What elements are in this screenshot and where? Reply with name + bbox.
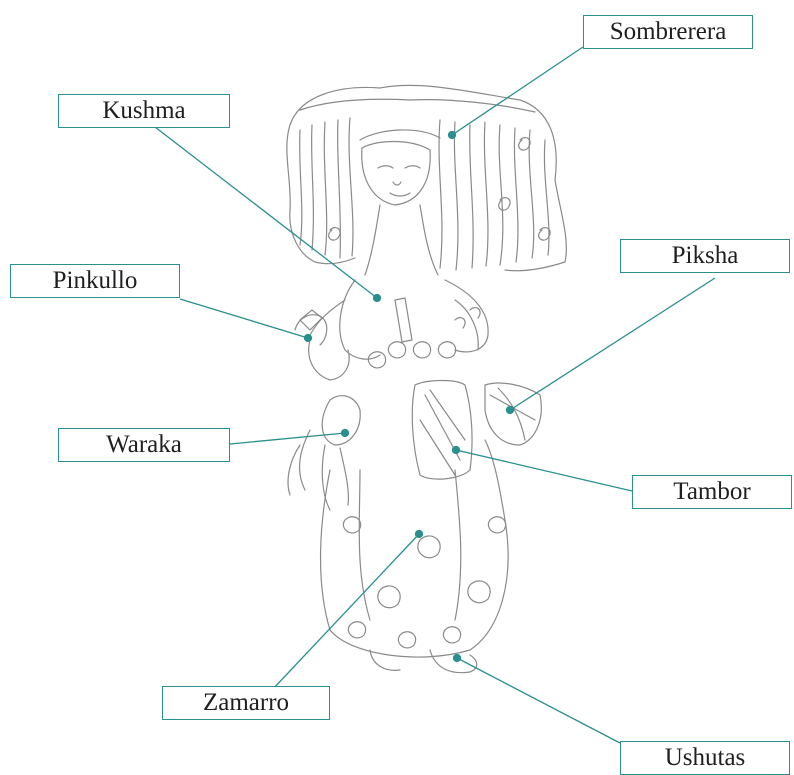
anchor-dot-pinkullo [305,335,312,342]
label-sombrerera: Sombrerera [583,15,753,49]
anchor-dot-sombrerera [449,132,456,139]
leader-line-ushutas [457,658,620,743]
leader-line-sombrerera [452,47,583,135]
leader-line-tambor [456,450,632,491]
label-kushma: Kushma [58,94,230,128]
anchor-dot-ushutas [454,655,461,662]
anchor-dot-piksha [507,407,514,414]
anchor-dot-zamarro [416,531,423,538]
anchor-dot-tambor [453,447,460,454]
leader-line-waraka [230,433,345,444]
leader-lines [155,47,715,743]
leader-line-pinkullo [180,299,308,338]
label-pinkullo: Pinkullo [10,264,180,298]
leader-line-kushma [155,127,377,298]
label-waraka: Waraka [58,428,230,462]
label-zamarro: Zamarro [162,686,330,720]
anchor-dot-kushma [374,295,381,302]
label-ushutas: Ushutas [620,741,790,775]
label-piksha: Piksha [620,239,790,273]
anchor-dot-waraka [342,430,349,437]
pencil-drawing [287,85,567,672]
leader-line-zamarro [272,534,419,690]
label-tambor: Tambor [632,475,792,509]
leader-line-piksha [510,278,715,410]
